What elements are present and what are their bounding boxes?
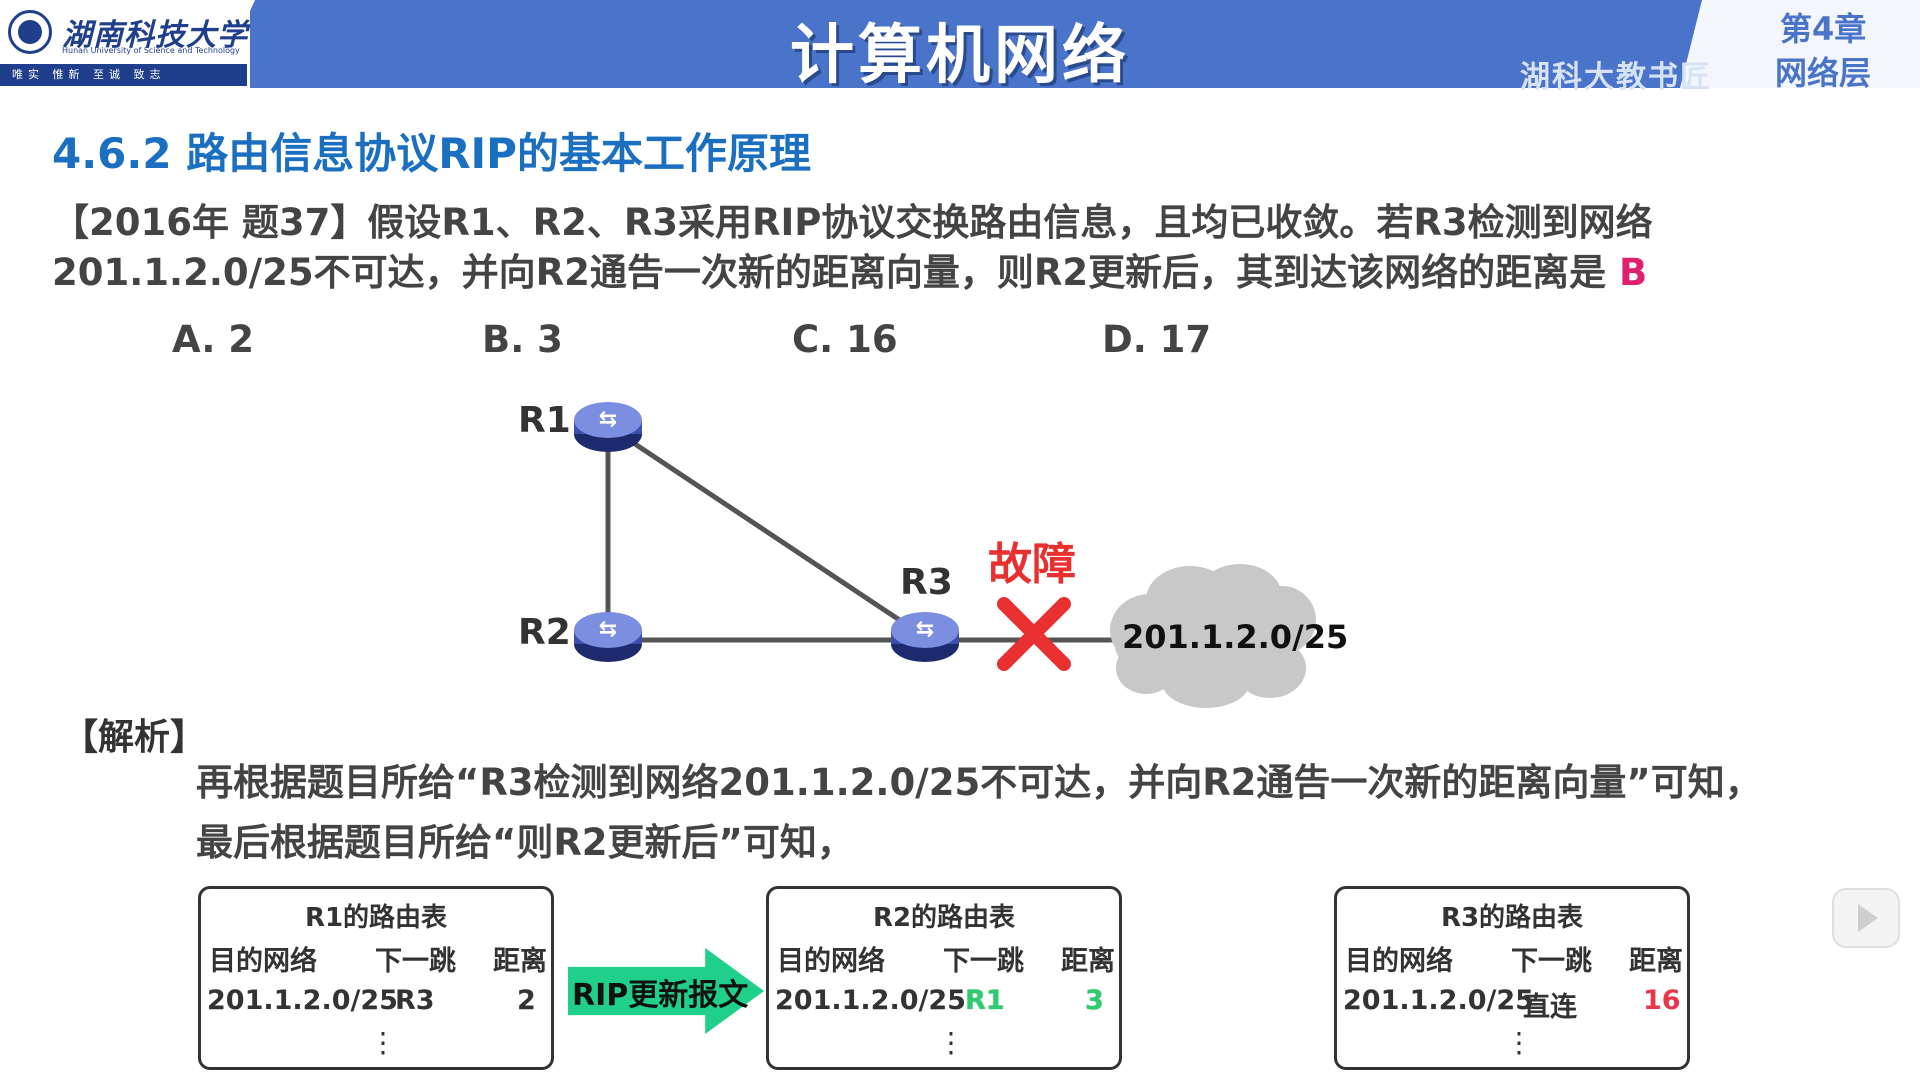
cloud-icon [1110,564,1316,708]
section-title: 4.6.2 路由信息协议RIP的基本工作原理 [52,129,811,178]
router-icon: ⇆ [891,612,959,662]
question-text: 201.1.2.0/25不可达，并向R2通告一次新的距离向量，则R2更新后，其到… [52,251,1607,294]
svg-text:⇆: ⇆ [916,617,934,642]
chapter-panel [1680,0,1920,88]
more-rows: ⋮ [937,1026,965,1059]
svg-text:⇆: ⇆ [599,617,617,642]
cell-distance: 16 [1643,985,1681,1016]
cell-distance: 2 [517,985,536,1016]
header-dest: 目的网络 [777,946,885,977]
router-label-r3: R3 [900,562,953,603]
cell-next-hop: 直连 [1523,992,1577,1023]
option-c: C. 16 [792,318,898,361]
option-d: D. 17 [1102,318,1212,361]
analysis-line-2: 最后根据题目所给“则R2更新后”可知， [196,821,854,864]
fault-label: 故障 [988,539,1076,590]
play-icon [1858,904,1878,932]
analysis-tag: 【解析】 [62,717,207,758]
more-rows: ⋮ [369,1026,397,1059]
update-arrow-label: RIP更新报文 [572,978,749,1013]
cell-dest: 201.1.2.0/25 [1343,985,1534,1016]
routing-table-r3: R3的路由表 目的网络 下一跳 距离 201.1.2.0/25 直连 16 ⋮ [1334,886,1690,1070]
header-distance: 距离 [1061,946,1115,977]
header-dest: 目的网络 [209,946,317,977]
link-r1-r3 [606,423,927,640]
cell-next-hop: R1 [965,985,1005,1016]
table-title: R3的路由表 [1440,903,1584,933]
routing-table-r1: R1的路由表 目的网络 下一跳 距离 201.1.2.0/25 R3 2 ⋮ [198,886,554,1070]
emblem-inner [18,20,42,44]
router-label-r1: R1 [518,400,571,441]
university-logo: 湖南科技大学 Hunan University of Science and T… [0,0,250,88]
header-next-hop: 下一跳 [375,946,456,977]
question-line-2: 201.1.2.0/25不可达，并向R2通告一次新的距离向量，则R2更新后，其到… [52,242,1647,296]
question-line-1: 【2016年 题37】假设R1、R2、R3采用RIP协议交换路由信息，且均已收敛… [52,201,1653,244]
cell-dest: 201.1.2.0/25 [207,985,398,1016]
routing-table-r2: R2的路由表 目的网络 下一跳 距离 201.1.2.0/25 R1 3 ⋮ [766,886,1122,1070]
option-b: B. 3 [482,318,563,361]
course-title: 计算机网络 [790,19,1130,93]
router-icon: ⇆ [574,612,642,662]
cross-icon [997,597,1071,671]
header-distance: 距离 [493,946,547,977]
table-title: R1的路由表 [304,903,448,933]
watermark: 湖科大教书匠 [1520,60,1712,95]
university-motto: 唯实 惟新 至诚 致志 [0,64,247,86]
more-rows: ⋮ [1505,1026,1533,1059]
university-name: 湖南科技大学 [62,18,248,53]
chapter-name: 网络层 [1775,54,1872,92]
university-name-en: Hunan University of Science and Technolo… [62,46,240,55]
option-a: A. 2 [172,318,255,361]
cell-next-hop: R3 [395,985,435,1016]
table-title: R2的路由表 [872,903,1016,933]
network-label: 201.1.2.0/25 [1122,618,1349,656]
chapter-number: 第4章 [1780,10,1867,48]
router-label-r2: R2 [518,612,571,653]
router-icon: ⇆ [574,402,642,452]
header-next-hop: 下一跳 [1511,946,1592,977]
header-next-hop: 下一跳 [943,946,1024,977]
analysis-line-1: 再根据题目所给“R3检测到网络201.1.2.0/25不可达，并向R2通告一次新… [196,761,1762,804]
header-distance: 距离 [1629,946,1683,977]
answer-mark: B [1619,251,1648,294]
cell-dest: 201.1.2.0/25 [775,985,966,1016]
cell-distance: 3 [1085,985,1104,1016]
header-dest: 目的网络 [1345,946,1453,977]
header-band [215,0,1905,88]
svg-text:⇆: ⇆ [599,407,617,432]
